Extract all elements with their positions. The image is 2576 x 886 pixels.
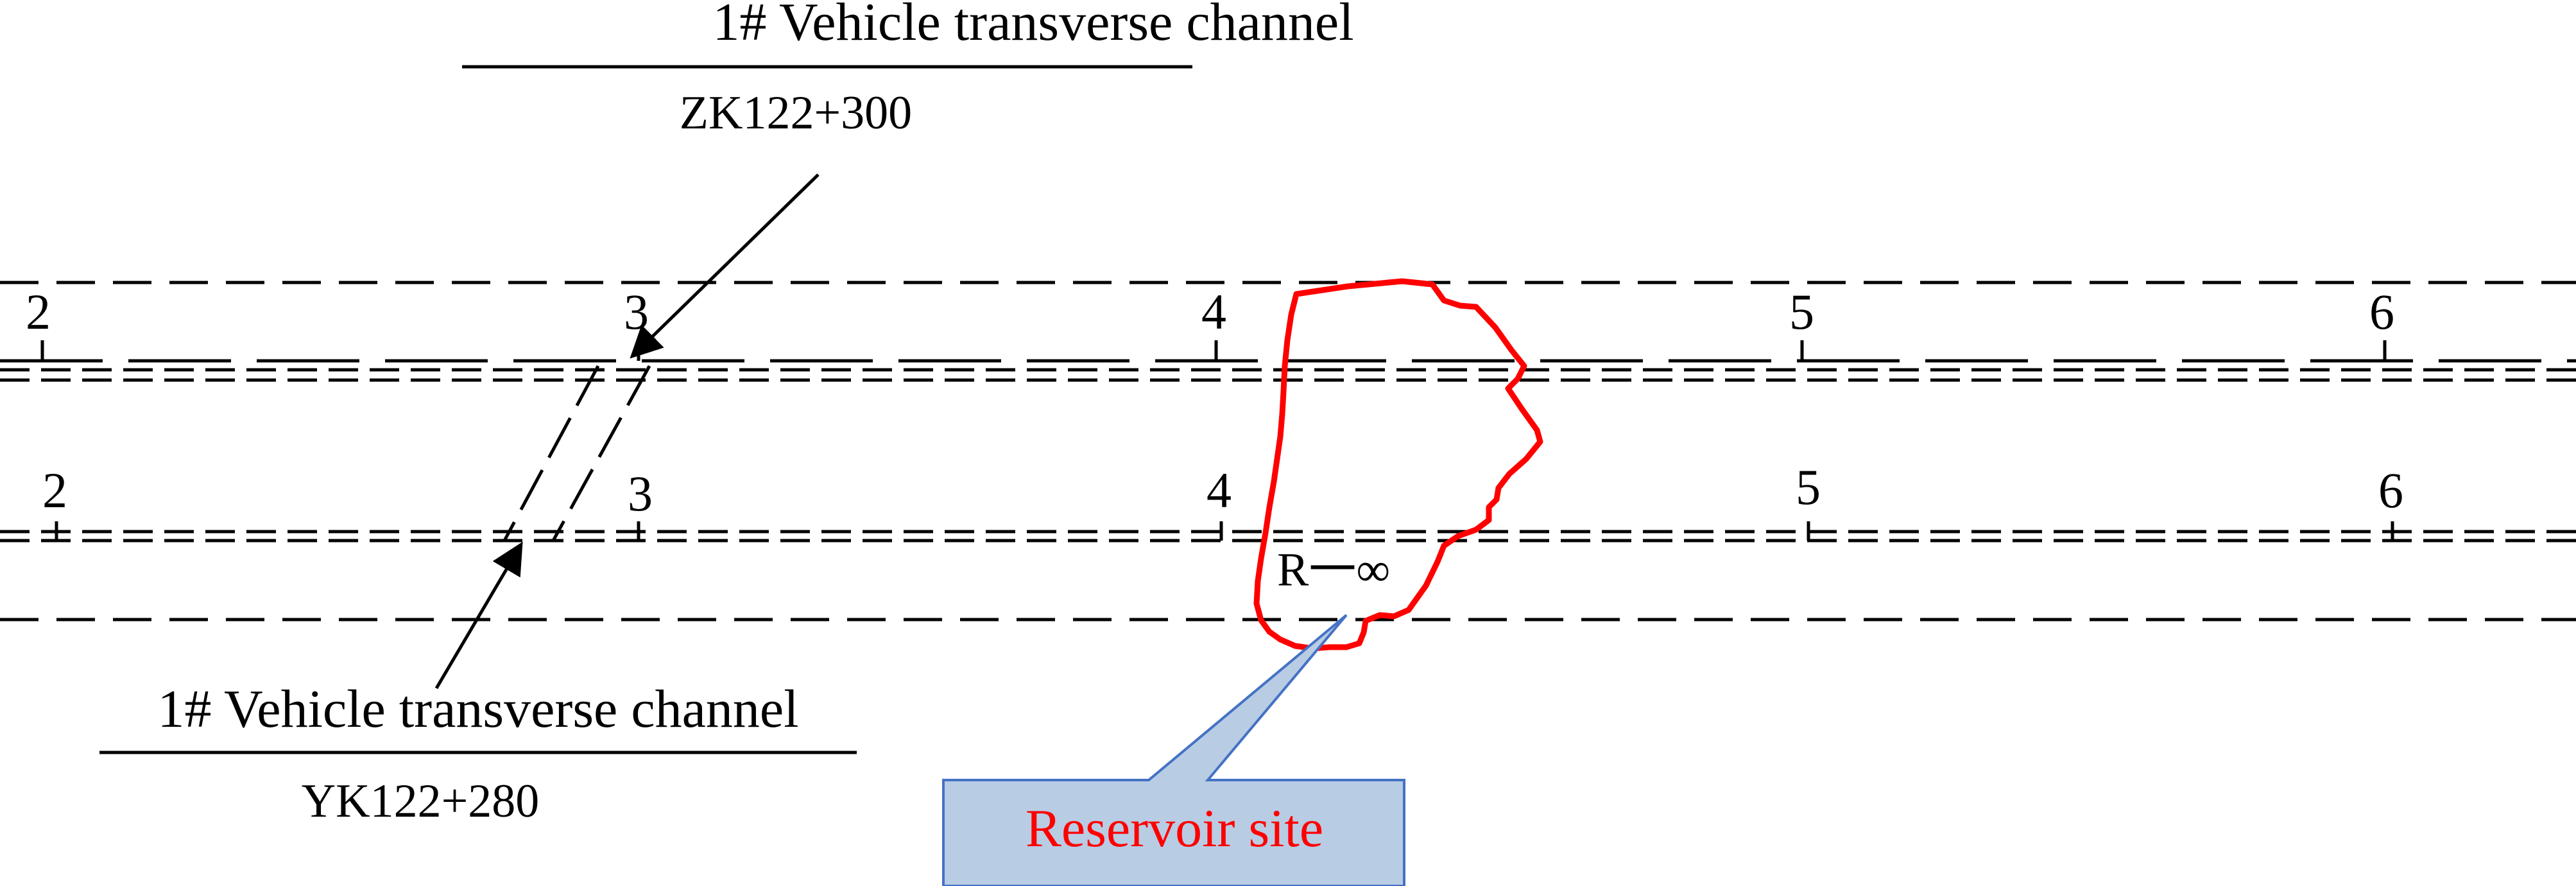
upper-km-label: 2 xyxy=(26,284,51,340)
upper-km-label: 4 xyxy=(1201,284,1226,340)
upper-km-label: 5 xyxy=(1789,284,1814,340)
lower-km-label: 2 xyxy=(42,462,67,518)
reservoir-callout-box xyxy=(942,614,1405,886)
bottom-channel-title: 1# Vehicle transverse channel xyxy=(157,679,798,739)
reservoir-callout-text: Reservoir site xyxy=(1026,799,1323,858)
upper-km-label: 6 xyxy=(2369,284,2394,340)
lower-km-label: 3 xyxy=(628,465,653,521)
transverse-channel-line xyxy=(551,365,651,542)
lower-km-label: 5 xyxy=(1796,459,1821,515)
lower-km-label: 4 xyxy=(1206,462,1232,518)
top-channel-station: ZK122+300 xyxy=(680,87,912,139)
reservoir-outline xyxy=(1253,278,1543,652)
lower-km-label: 6 xyxy=(2378,462,2403,518)
reservoir-radius-label: R一∞ xyxy=(1277,544,1390,596)
bottom-channel-station: YK122+280 xyxy=(302,775,540,828)
top-channel-title: 1# Vehicle transverse channel xyxy=(712,0,1353,52)
bottom-leader-arrow xyxy=(434,541,523,690)
top-leader-arrow xyxy=(630,173,820,359)
transverse-channel-line xyxy=(502,365,600,542)
upper-km-label: 3 xyxy=(624,284,649,340)
